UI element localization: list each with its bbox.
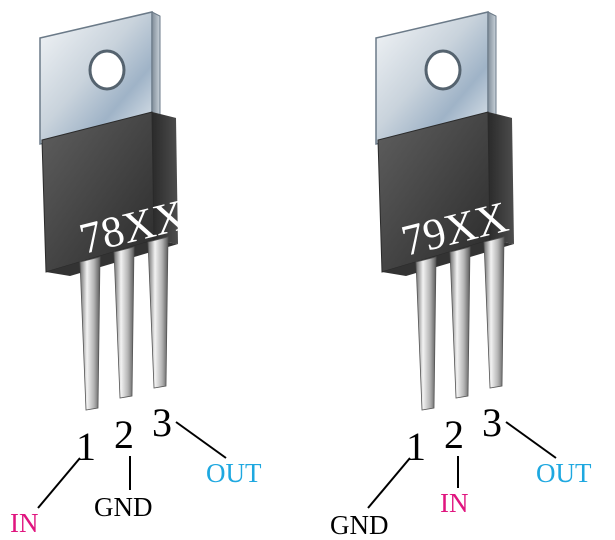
regulator-79xx: 79XX 1 2 3 GND IN OUT bbox=[330, 12, 592, 540]
pin-1-leader bbox=[368, 458, 410, 508]
pin-1-leader bbox=[38, 458, 80, 508]
pin-1-function: IN bbox=[10, 508, 39, 538]
pin-1-leg bbox=[80, 257, 100, 410]
pin-2-number: 2 bbox=[114, 412, 134, 457]
pin-3-leader bbox=[506, 422, 556, 458]
mounting-hole bbox=[426, 51, 460, 89]
pin-2-leg bbox=[114, 247, 134, 398]
pin-1-number: 1 bbox=[76, 424, 96, 469]
pin-3-function: OUT bbox=[206, 458, 262, 488]
pin-3-leg bbox=[148, 237, 168, 388]
pin-1-leg bbox=[416, 257, 436, 410]
pin-1-number: 1 bbox=[406, 424, 426, 469]
mounting-hole bbox=[90, 51, 124, 89]
pin-legs bbox=[80, 237, 168, 410]
pin-1-function: GND bbox=[330, 510, 389, 540]
pin-legs bbox=[416, 237, 504, 410]
pin-2-function: GND bbox=[94, 492, 153, 522]
pin-2-leg bbox=[450, 247, 470, 398]
regulator-78xx: 78XX 1 2 3 IN GND OUT bbox=[10, 12, 262, 538]
pin-2-function: IN bbox=[440, 488, 469, 518]
pin-3-leg bbox=[484, 237, 504, 388]
pin-3-number: 3 bbox=[482, 400, 502, 445]
pin-2-number: 2 bbox=[444, 412, 464, 457]
pin-3-number: 3 bbox=[152, 400, 172, 445]
pin-3-function: OUT bbox=[536, 458, 592, 488]
pin-3-leader bbox=[176, 422, 226, 458]
